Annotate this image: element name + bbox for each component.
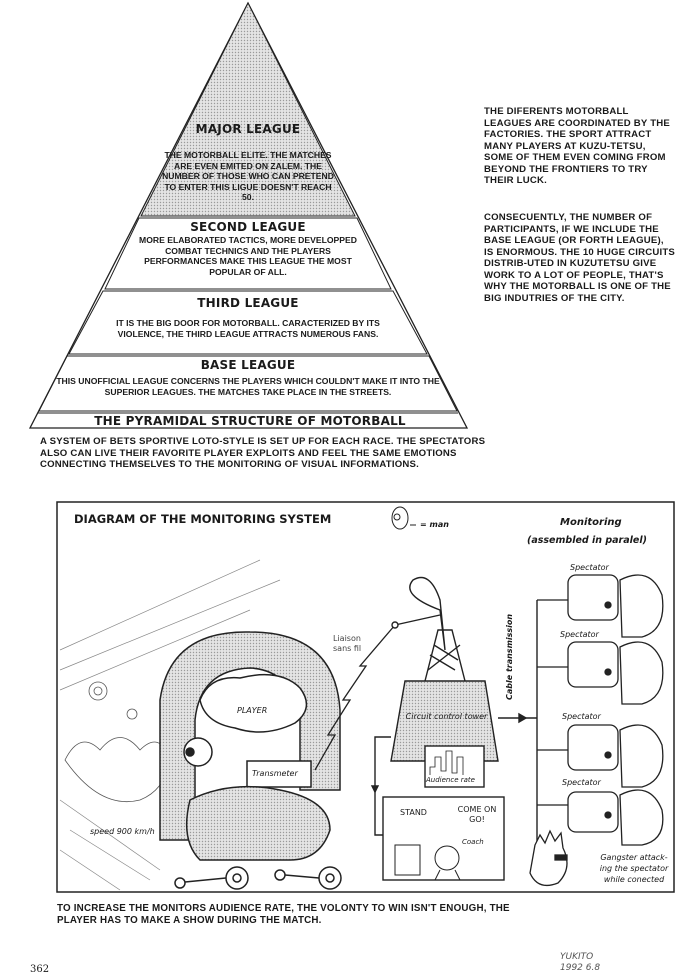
spectator-label-2: Spectator [560, 630, 599, 639]
bottom-paragraph: TO INCREASE THE MONITORS AUDIENCE RATE, … [57, 903, 510, 926]
spectators-drawing [529, 574, 664, 887]
spectator-label-1: Spectator [570, 563, 609, 572]
major-league-text: THE MOTORBALL ELITE. THE MATCHES ARE EVE… [162, 150, 334, 202]
audience-rate-label: Audience rate [426, 776, 475, 784]
base-league-text: THIS UNOFFICIAL LEAGUE CONCERNS THE PLAY… [56, 376, 440, 397]
second-league-title: SECOND LEAGUE [190, 220, 306, 234]
player-drawing [159, 631, 342, 890]
major-league-title: MAJOR LEAGUE [195, 122, 301, 136]
side-paragraph-1: THE DIFERENTS MOTORBALL LEAGUES ARE COOR… [484, 106, 670, 186]
monitoring-label: Monitoring [560, 517, 622, 528]
third-league-band [68, 290, 428, 355]
come-on-label: COME ON GO! [457, 805, 497, 824]
monitoring-sub-label: (assembled in paralel) [527, 535, 647, 546]
second-league-text: MORE ELABORATED TACTICS, MORE DEVELOPPED… [139, 235, 357, 277]
second-league-band [104, 217, 392, 290]
diagram-frame [56, 501, 675, 893]
page-number: 362 [30, 964, 50, 975]
base-league-band [38, 355, 458, 412]
legend-man-label: = man [420, 520, 449, 529]
crowd-drawing [64, 681, 171, 802]
wireless-link [314, 624, 396, 771]
spectator-label-4: Spectator [562, 778, 601, 787]
control-tower-drawing [370, 576, 538, 881]
third-league-title: THIRD LEAGUE [197, 296, 299, 310]
gangster-drawing [529, 829, 568, 887]
signature: YUKITO 1992 6.8 [560, 952, 601, 973]
liaison-label: Liaison sans fil [333, 634, 362, 653]
speed-label: speed 900 km/h [90, 827, 155, 836]
major-league-band [140, 1, 356, 217]
cable-label-text: Cable transmission [505, 613, 514, 700]
player-label: PLAYER [237, 706, 268, 715]
third-league-text: IT IS THE BIG DOOR FOR MOTORBALL. CARACT… [116, 318, 380, 339]
base-league-title: BASE LEAGUE [200, 358, 296, 372]
man-icon [391, 506, 416, 530]
side-paragraph-2: CONSECUENTLY, THE NUMBER OF PARTICIPANTS… [484, 212, 676, 304]
spectator-label-3: Spectator [562, 712, 601, 721]
bets-paragraph: A SYSTEM OF BETS SPORTIVE LOTO-STYLE IS … [40, 436, 486, 470]
cable-label: Cable transmission [505, 610, 515, 700]
diagram-title: DIAGRAM OF THE MONITORING SYSTEM [74, 512, 332, 526]
coach-drawing [394, 844, 461, 881]
coach-label: Coach [462, 838, 484, 846]
pyramid-title: THE PYRAMIDAL STRUCTURE OF MOTORBALL [94, 414, 406, 428]
stand-label: STAND [400, 808, 427, 817]
gangster-label: Gangster attack-ing the spectator while … [599, 853, 669, 884]
tower-label: Circuit control tower [405, 712, 488, 721]
transmeter-label: Transmeter [252, 769, 298, 778]
